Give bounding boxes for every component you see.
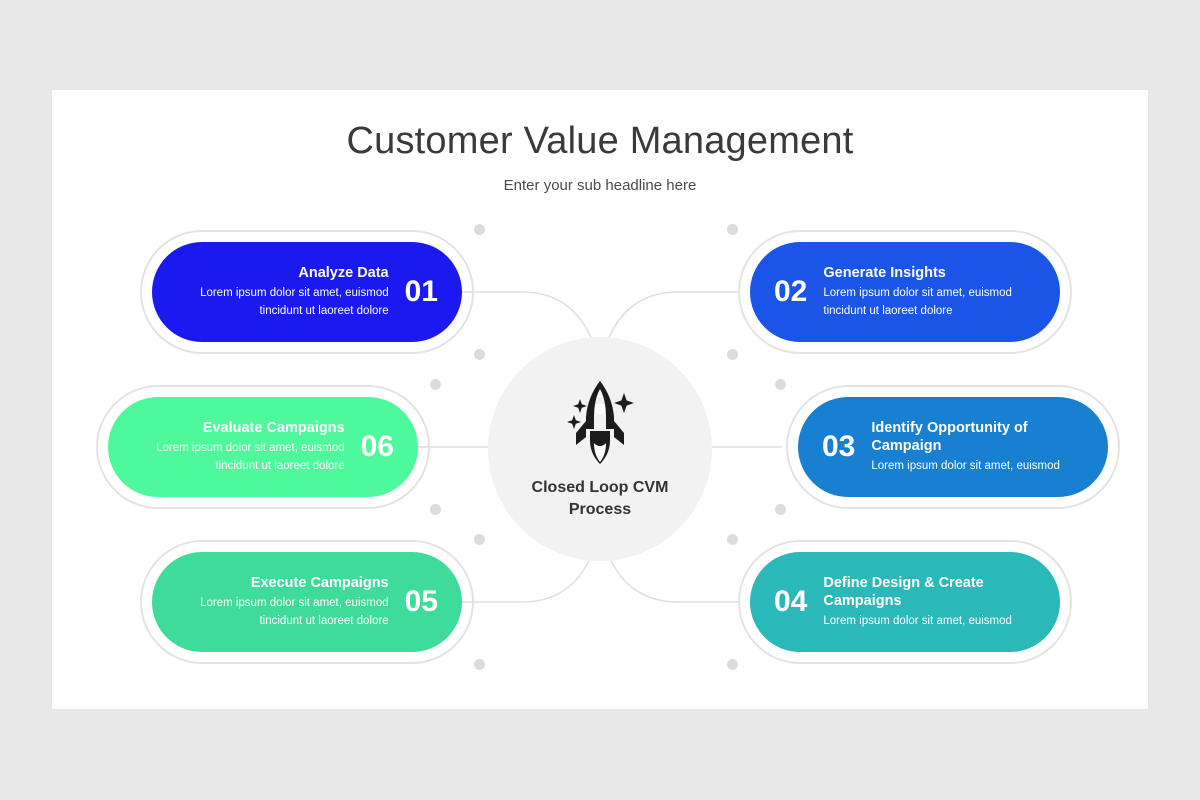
card-02-ring	[738, 230, 1072, 354]
page-subtitle: Enter your sub headline here	[503, 177, 697, 194]
card-03-desc: Lorem ipsum dolor sit amet, euismod	[871, 460, 1060, 472]
rocket-icon	[567, 381, 634, 465]
card-06-desc: Lorem ipsum dolor sit amet, euismod tinc…	[156, 442, 345, 472]
card-06-title: Evaluate Campaigns	[202, 420, 345, 437]
connector-lines	[418, 291, 782, 603]
slide-header: Customer Value Management Enter your sub…	[52, 90, 1148, 194]
card-05-title: Execute Campaigns	[250, 575, 389, 592]
card-03[interactable]: 03 Identify Opportunity of Campaign Lore…	[775, 379, 1120, 515]
hub-label: Closed Loop CVM Process	[532, 477, 669, 520]
card-06-dot-top	[430, 379, 441, 390]
hub-label-line1: Closed Loop CVM	[531, 479, 669, 497]
card-04-number: 04	[774, 585, 808, 618]
card-01-ring	[140, 230, 474, 354]
card-06-pill[interactable]: Evaluate Campaigns Lorem ipsum dolor sit…	[108, 397, 418, 497]
card-02-dot-top	[727, 224, 738, 235]
card-05-dot-bottom	[474, 659, 485, 670]
card-04-ring	[738, 540, 1072, 664]
card-06-text: Evaluate Campaigns Lorem ipsum dolor sit…	[132, 419, 345, 475]
hub-label-line2: Process	[568, 501, 632, 518]
card-05-dot-top	[474, 534, 485, 545]
card-02-pill[interactable]: 02 Generate Insights Lorem ipsum dolor s…	[750, 242, 1060, 342]
card-05-desc: Lorem ipsum dolor sit amet, euismod tinc…	[200, 597, 389, 627]
card-04-pill[interactable]: 04 Define Design & Create Campaigns Lore…	[750, 552, 1060, 652]
card-02-dot-bottom	[727, 349, 738, 360]
card-05-pill[interactable]: Execute Campaigns Lorem ipsum dolor sit …	[152, 552, 462, 652]
card-03-pill[interactable]: 03 Identify Opportunity of Campaign Lore…	[798, 397, 1108, 497]
card-04-dot-bottom	[727, 659, 738, 670]
card-01-pill[interactable]: Analyze Data Lorem ipsum dolor sit amet,…	[152, 242, 462, 342]
card-05-number: 05	[404, 585, 438, 618]
card-04-text: Define Design & Create Campaigns Lorem i…	[823, 574, 1036, 631]
card-05[interactable]: Execute Campaigns Lorem ipsum dolor sit …	[140, 534, 485, 670]
card-01[interactable]: Analyze Data Lorem ipsum dolor sit amet,…	[140, 224, 485, 360]
card-03-dot-top	[775, 379, 786, 390]
card-02-text: Generate Insights Lorem ipsum dolor sit …	[823, 264, 1036, 320]
page-title: Customer Value Management	[346, 120, 854, 162]
card-03-ring	[786, 385, 1120, 509]
card-01-dot-bottom	[474, 349, 485, 360]
card-02-desc: Lorem ipsum dolor sit amet, euismod tinc…	[823, 287, 1012, 317]
card-01-title: Analyze Data	[298, 265, 389, 282]
card-06[interactable]: Evaluate Campaigns Lorem ipsum dolor sit…	[96, 379, 441, 515]
card-06-number: 06	[360, 430, 394, 463]
card-05-ring	[140, 540, 474, 664]
card-03-title: Identify Opportunity of Campaign	[871, 419, 1028, 454]
slide-canvas: Customer Value Management Enter your sub…	[52, 90, 1148, 709]
card-01-text: Analyze Data Lorem ipsum dolor sit amet,…	[176, 264, 389, 320]
card-06-ring	[96, 385, 430, 509]
card-05-text: Execute Campaigns Lorem ipsum dolor sit …	[176, 574, 389, 630]
card-06-dot-bottom	[430, 504, 441, 515]
card-03-number: 03	[822, 430, 856, 463]
card-01-number: 01	[404, 275, 438, 308]
center-hub: Closed Loop CVM Process	[488, 337, 712, 561]
card-03-dot-bottom	[775, 504, 786, 515]
card-04-title: Define Design & Create Campaigns	[823, 574, 984, 609]
card-02-number: 02	[774, 275, 808, 308]
card-03-text: Identify Opportunity of Campaign Lorem i…	[871, 419, 1084, 476]
card-04-desc: Lorem ipsum dolor sit amet, euismod	[823, 615, 1012, 627]
card-01-dot-top	[474, 224, 485, 235]
card-01-desc: Lorem ipsum dolor sit amet, euismod tinc…	[200, 287, 389, 317]
card-04[interactable]: 04 Define Design & Create Campaigns Lore…	[727, 534, 1072, 670]
card-04-dot-top	[727, 534, 738, 545]
card-02-title: Generate Insights	[823, 265, 946, 282]
card-02[interactable]: 02 Generate Insights Lorem ipsum dolor s…	[727, 224, 1072, 360]
